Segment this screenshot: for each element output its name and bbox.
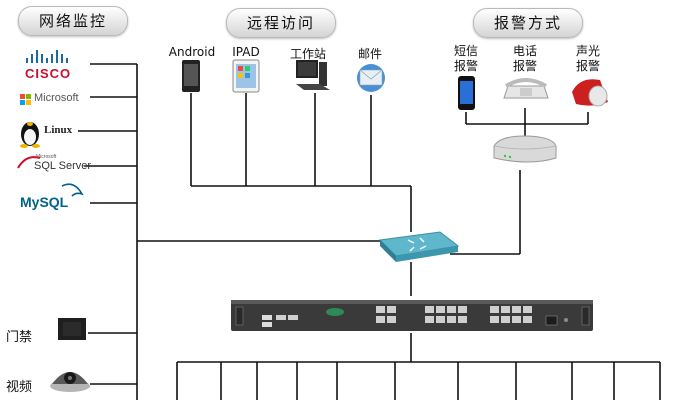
email-label: 邮件 bbox=[357, 47, 382, 61]
email-icon bbox=[357, 64, 385, 92]
workstation-label: 工作站 bbox=[289, 47, 326, 61]
siren-alarm-label-line2: 报警 bbox=[575, 59, 600, 73]
android-phone-icon bbox=[182, 60, 200, 92]
siren-alarm-label: 声光 报警 bbox=[568, 44, 608, 74]
section-alarm-methods: 报警方式 bbox=[473, 8, 583, 38]
camera-icon bbox=[50, 372, 90, 392]
modem-icon bbox=[493, 135, 557, 163]
siren-icon bbox=[572, 79, 608, 107]
ipad-label: IPAD bbox=[232, 45, 260, 59]
siren-alarm-label-line1: 声光 bbox=[575, 44, 600, 58]
android-label: Android bbox=[168, 45, 216, 59]
cisco-logo-text: CISCO bbox=[25, 66, 72, 81]
mysql-logo bbox=[61, 183, 84, 197]
sms-alarm-label-line2: 报警 bbox=[453, 59, 478, 73]
sql-server-logo-text: SQL Server bbox=[34, 160, 92, 172]
router-icon bbox=[378, 231, 460, 262]
camera-label: 视频 bbox=[6, 380, 33, 395]
phone-alarm-label: 电话 报警 bbox=[505, 44, 545, 74]
microsoft-logo bbox=[20, 94, 31, 105]
phone-alarm-label-line2: 报警 bbox=[512, 59, 537, 73]
access-control-label: 门禁 bbox=[6, 330, 33, 345]
mobile-phone-icon bbox=[458, 76, 475, 110]
rack-switch-icon bbox=[231, 300, 593, 331]
linux-logo-text: Linux bbox=[44, 124, 73, 136]
sms-alarm-label-line1: 短信 bbox=[453, 44, 478, 58]
microsoft-logo-text: Microsoft bbox=[34, 92, 79, 104]
mysql-logo-text: MySQL bbox=[20, 194, 69, 210]
workstation-icon bbox=[296, 60, 330, 90]
phone-alarm-label-line1: 电话 bbox=[512, 44, 537, 58]
section-remote-access: 远程访问 bbox=[226, 8, 336, 38]
telephone-icon bbox=[503, 78, 549, 99]
sql-server-prefix-text: Microsoft bbox=[36, 154, 57, 160]
linux-logo bbox=[20, 122, 40, 148]
sms-alarm-label: 短信 报警 bbox=[446, 44, 486, 74]
section-network-monitoring: 网络监控 bbox=[18, 6, 128, 36]
access-control-icon bbox=[58, 318, 86, 340]
cisco-logo bbox=[26, 50, 68, 63]
ipad-icon bbox=[232, 59, 260, 93]
sql-server-logo bbox=[17, 156, 41, 169]
